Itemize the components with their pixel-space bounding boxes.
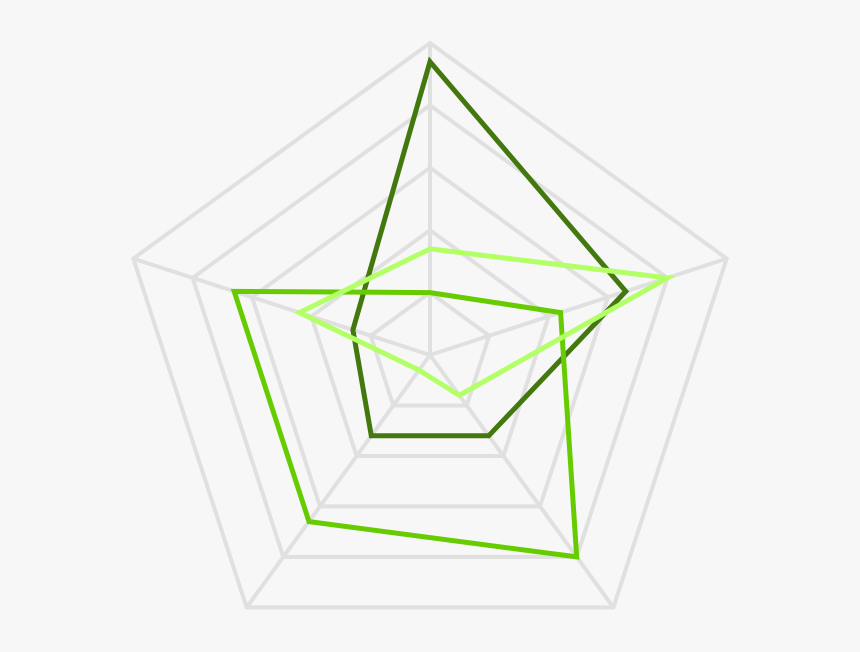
grid-ring — [190, 102, 670, 559]
grid-ring — [308, 227, 552, 458]
series-line-3 — [293, 246, 676, 399]
radar-series — [230, 56, 676, 560]
axis-spoke — [429, 256, 728, 357]
axis-spoke — [244, 353, 432, 609]
grid-ring — [368, 290, 492, 408]
series-line-1 — [350, 56, 630, 439]
grid-ring — [130, 40, 730, 610]
series-line-2 — [230, 288, 580, 560]
grid-ring — [249, 165, 611, 509]
axis-spoke — [132, 256, 431, 357]
radar-grid — [130, 40, 730, 610]
